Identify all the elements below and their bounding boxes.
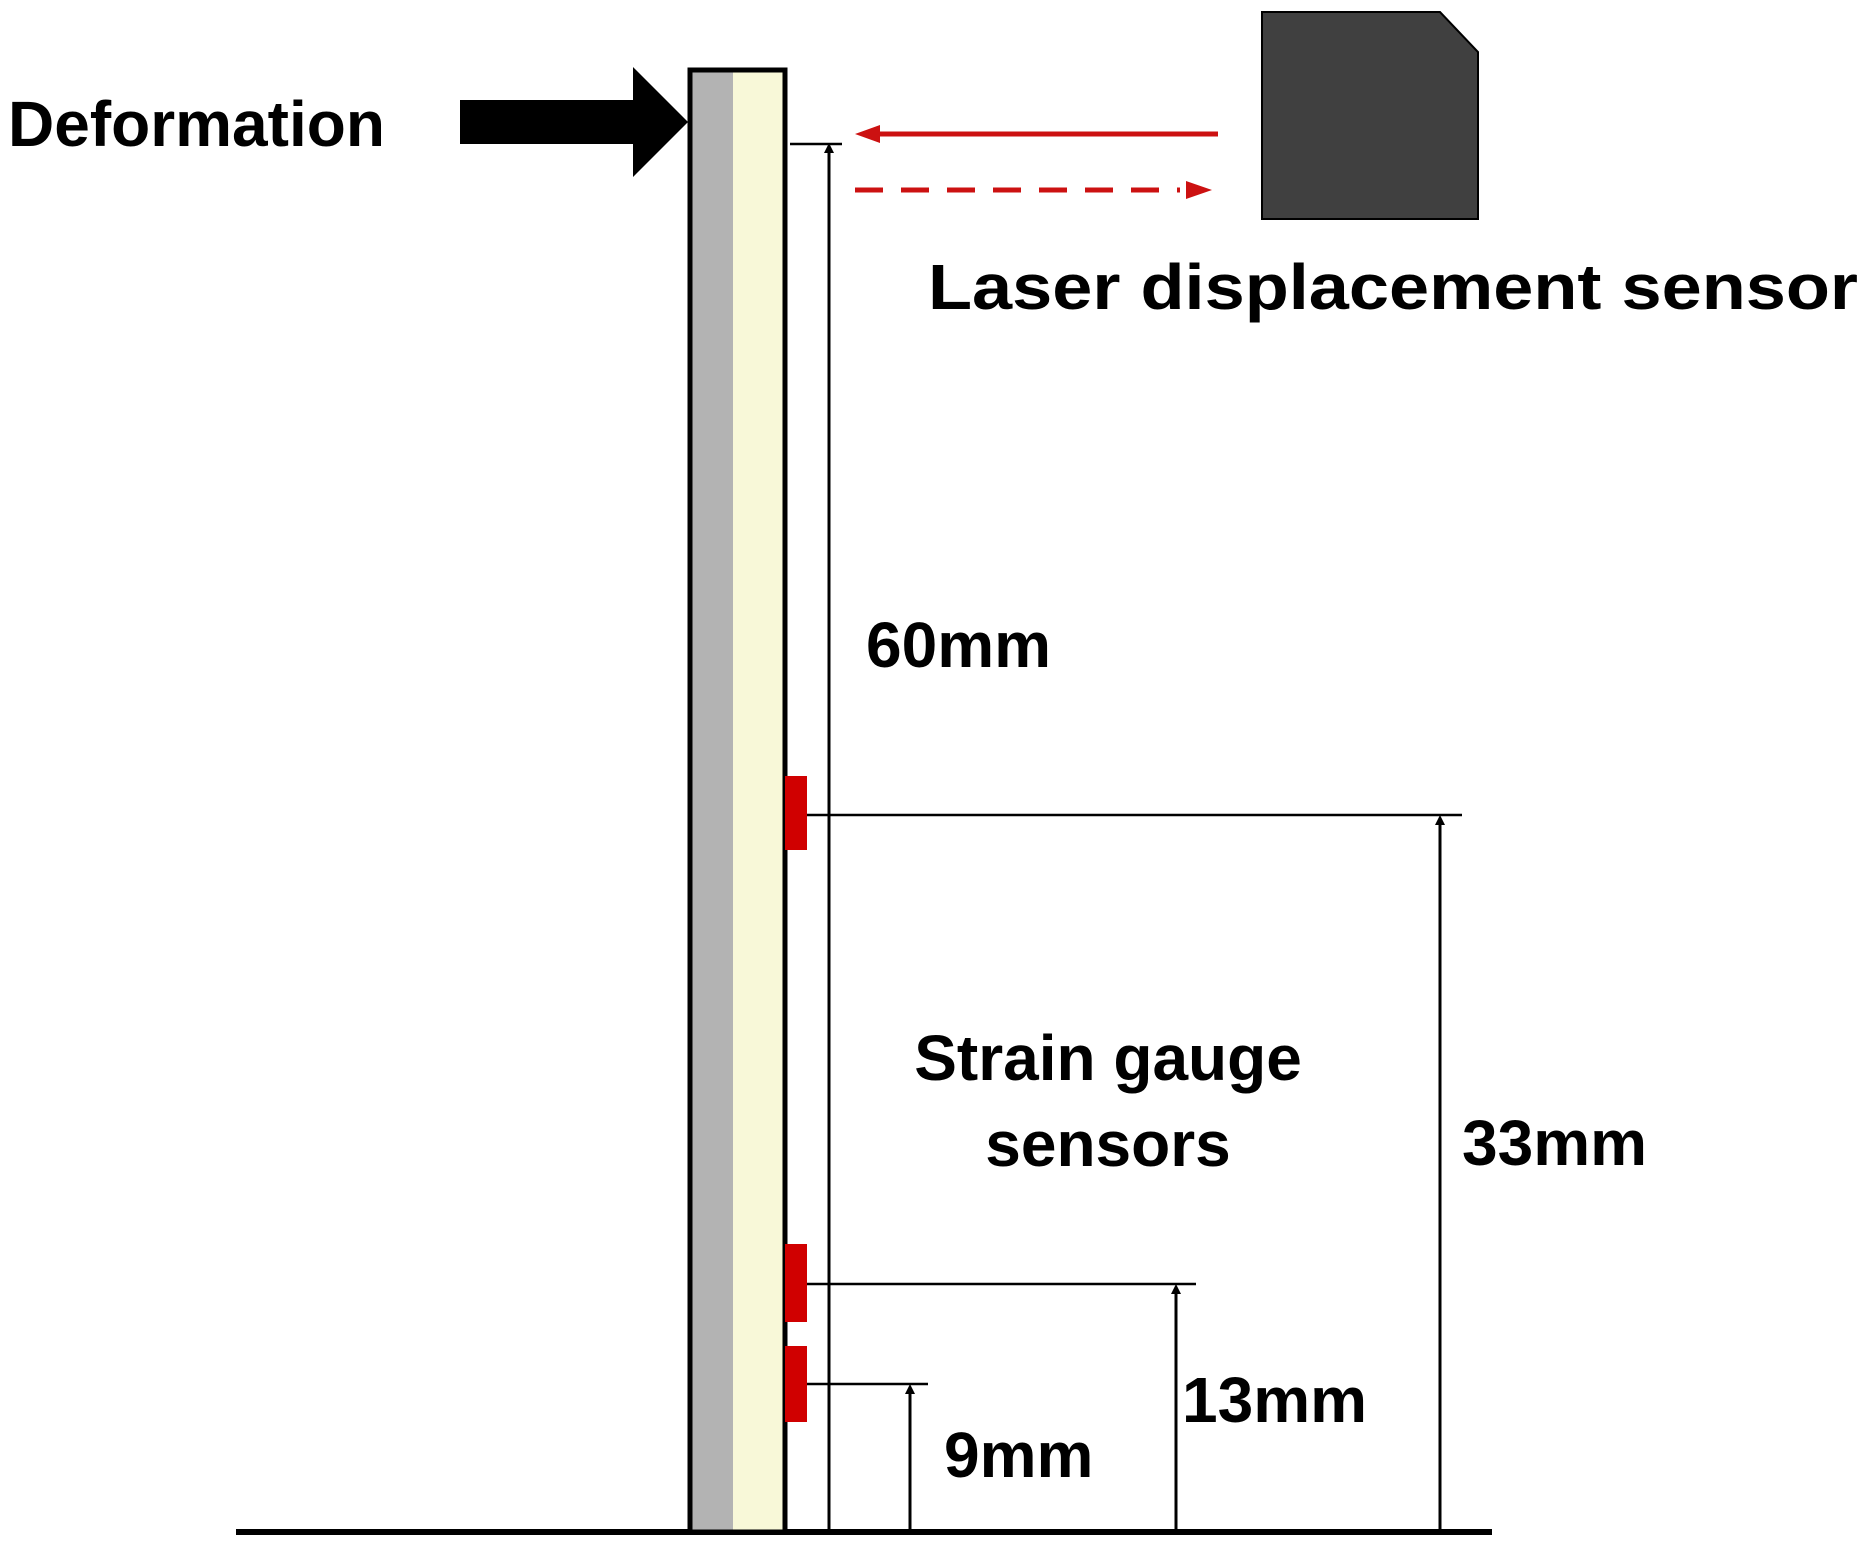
- laser-sensor-label: Laser displacement sensor: [928, 251, 1858, 323]
- laser-sensor-body: [1261, 11, 1479, 220]
- dimension-label-9mm: 9mm: [944, 1419, 1093, 1491]
- laser-beam-reflected-arrowhead: [1186, 181, 1212, 199]
- strain-gauge-label-line2: sensors: [985, 1108, 1230, 1180]
- laser-beam-emitted-arrowhead: [855, 125, 880, 143]
- dimension-label-33mm: 33mm: [1462, 1107, 1647, 1179]
- deformation-label: Deformation: [8, 88, 385, 160]
- strain-gauge-label-line1: Strain gauge: [914, 1022, 1302, 1094]
- deformation-arrow: [460, 67, 688, 177]
- strain-gauge-lower: [785, 1346, 807, 1422]
- beam-front-layer: [733, 70, 785, 1532]
- beam-substrate-layer: [690, 70, 733, 1532]
- dimension-label-13mm: 13mm: [1182, 1364, 1367, 1436]
- dimension-label-60mm: 60mm: [866, 609, 1051, 681]
- strain-gauge-upper: [785, 776, 807, 850]
- strain-gauge-middle: [785, 1244, 807, 1322]
